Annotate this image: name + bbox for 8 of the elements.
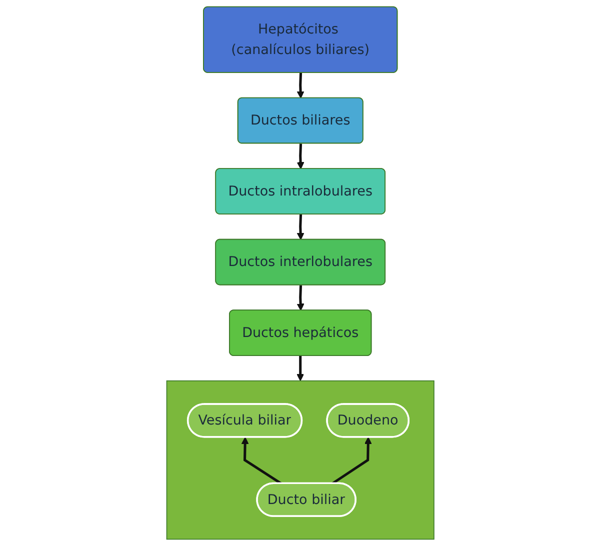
arrow bbox=[296, 72, 304, 98]
arrow bbox=[296, 356, 304, 382]
arrow bbox=[241, 436, 282, 485]
arrow bbox=[331, 436, 372, 485]
arrow bbox=[296, 144, 304, 170]
arrow bbox=[296, 285, 304, 311]
arrow bbox=[296, 214, 304, 240]
cluster bbox=[166, 380, 434, 540]
